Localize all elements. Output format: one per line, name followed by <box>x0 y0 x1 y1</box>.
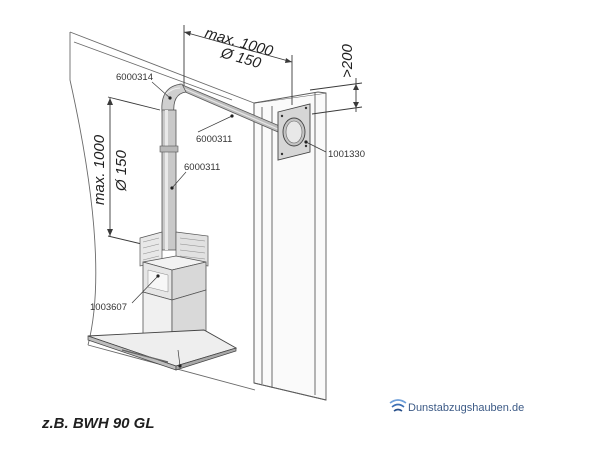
brand-logo: Dunstabzugshauben.de <box>389 399 524 414</box>
dimension-ceiling-gap: >200 <box>339 44 356 78</box>
pipe-elbow <box>161 83 187 115</box>
part-number-elbow: 6000314 <box>116 72 153 83</box>
wall-plate <box>277 103 311 161</box>
wave-icon <box>389 399 407 412</box>
model-label: z.B. BWH 90 GL <box>41 415 155 432</box>
hood-adapter <box>142 255 207 301</box>
wall-outline <box>69 31 256 391</box>
dimension-vertical-length: max. 1000 <box>91 134 108 205</box>
hood-canopy <box>87 329 238 371</box>
part-number-horizontal-pipe: 6000311 <box>196 134 232 145</box>
vertical-pipe <box>159 109 179 251</box>
dimension-lines <box>107 25 363 247</box>
dimension-vertical-diameter: Ø 150 <box>113 149 130 192</box>
dimension-ticks <box>107 31 359 236</box>
leader-lines <box>131 81 327 367</box>
part-number-vertical-pipe: 6000311 <box>184 162 220 173</box>
side-wall-block <box>253 91 327 401</box>
leader-dots <box>156 96 308 368</box>
brand-name: Dunstabzugshauben.de <box>408 402 524 414</box>
part-number-wall-plate: 1001330 <box>328 149 365 160</box>
part-number-hood-adapter: 1003607 <box>90 302 127 313</box>
